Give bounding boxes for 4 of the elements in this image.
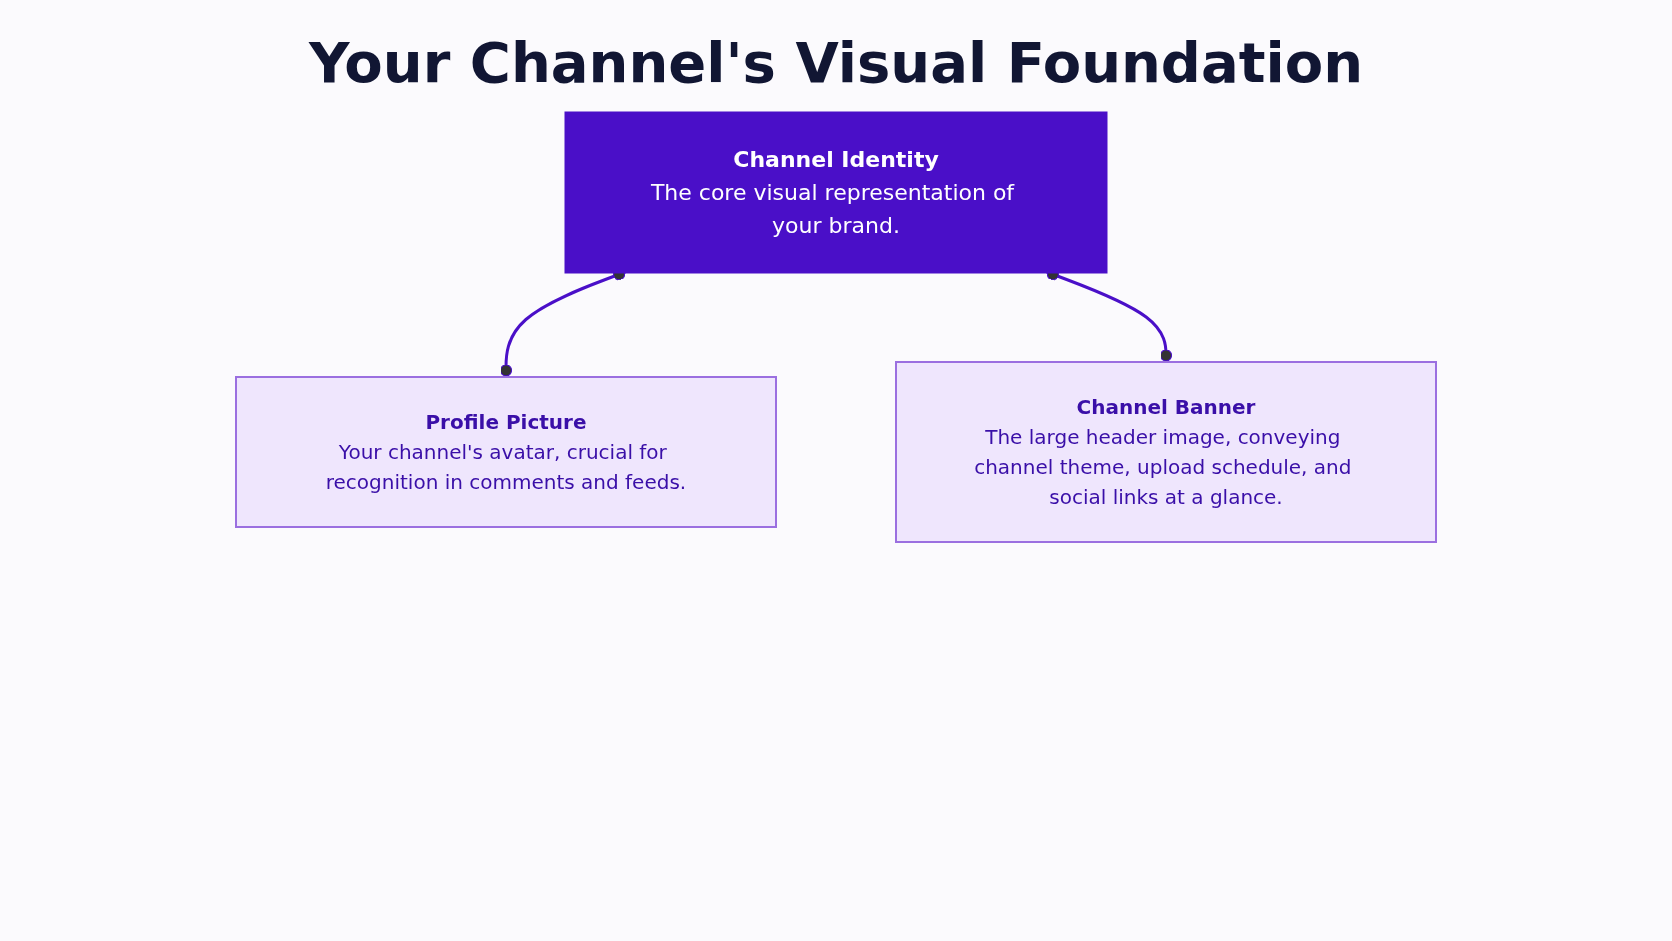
node-box: Channel Banner The large header image, conveying channel theme, upload schedule, and social links at a glance. (895, 361, 1437, 543)
node-box: Profile Picture Your channel's avatar, crucial for recognition in comments and feeds. (235, 376, 777, 528)
node-box: Channel Identity The core visual representation of your brand. (564, 111, 1108, 274)
diagram-title: Your Channel's Visual Foundation (307, 30, 1365, 95)
